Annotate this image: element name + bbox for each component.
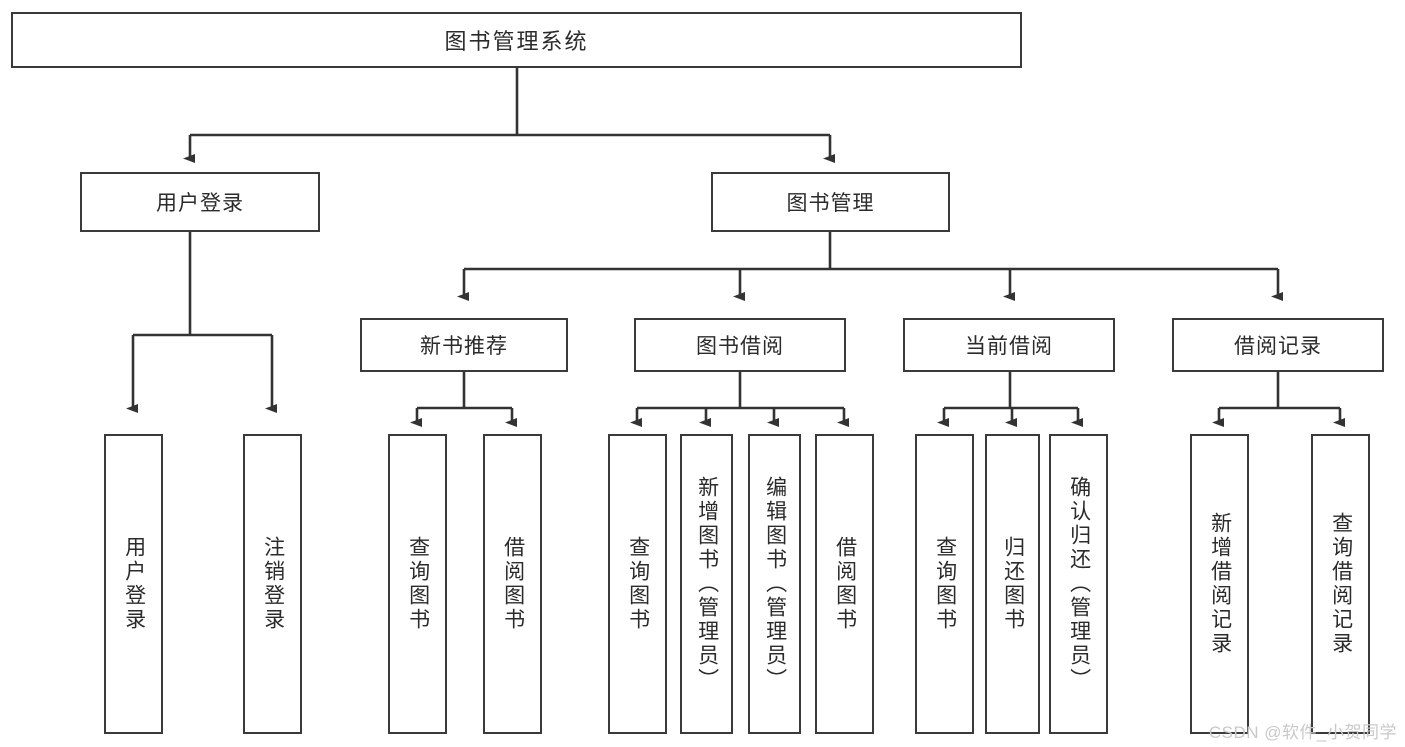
node-label: 查询图书	[406, 536, 430, 632]
node-label: 借阅图书	[501, 536, 525, 632]
leaf-current-borrow-confirm-return-admin[interactable]: 确认归还（管理员）	[1049, 434, 1108, 734]
node-label: 查询图书	[626, 536, 650, 632]
node-label: 用户登录	[122, 536, 146, 632]
leaf-borrow-record-query-record[interactable]: 查询借阅记录	[1311, 434, 1370, 734]
leaf-user-login-logout[interactable]: 注销登录	[243, 434, 302, 734]
node-label: 注销登录	[261, 536, 285, 632]
node-label: 新增图书（管理员）	[695, 476, 719, 692]
node-label: 用户登录	[156, 192, 244, 215]
leaf-book-borrow-query-book[interactable]: 查询图书	[608, 434, 667, 734]
leaf-current-borrow-query-book[interactable]: 查询图书	[915, 434, 974, 734]
leaf-current-borrow-return-book[interactable]: 归还图书	[985, 434, 1040, 734]
node-user-login[interactable]: 用户登录	[80, 172, 320, 232]
node-label: 当前借阅	[965, 335, 1053, 358]
node-label: 查询图书	[933, 536, 957, 632]
node-label: 新增借阅记录	[1208, 512, 1232, 656]
node-label: 归还图书	[1001, 536, 1025, 632]
node-label: 编辑图书（管理员）	[763, 476, 787, 692]
node-current-borrow[interactable]: 当前借阅	[903, 318, 1115, 372]
node-label: 借阅图书	[833, 536, 857, 632]
node-label: 图书借阅	[696, 335, 784, 358]
node-book-management[interactable]: 图书管理	[711, 172, 950, 232]
csdn-watermark: CSDN @软件_小贺同学	[1208, 723, 1397, 742]
node-label: 图书管理系统	[444, 29, 589, 54]
node-label: 查询借阅记录	[1329, 512, 1353, 656]
node-borrow-record[interactable]: 借阅记录	[1172, 318, 1384, 372]
leaf-book-borrow-add-book-admin[interactable]: 新增图书（管理员）	[680, 434, 733, 734]
node-root-book-management-system[interactable]: 图书管理系统	[11, 12, 1022, 68]
leaf-book-borrow-edit-book-admin[interactable]: 编辑图书（管理员）	[748, 434, 801, 734]
leaf-borrow-record-add-record[interactable]: 新增借阅记录	[1190, 434, 1249, 734]
leaf-book-borrow-borrow-book[interactable]: 借阅图书	[815, 434, 874, 734]
node-label: 借阅记录	[1234, 335, 1322, 358]
leaf-new-book-query-book[interactable]: 查询图书	[388, 434, 447, 734]
node-label: 图书管理	[786, 192, 875, 215]
leaf-user-login-login[interactable]: 用户登录	[104, 434, 163, 734]
leaf-new-book-borrow-book[interactable]: 借阅图书	[483, 434, 542, 734]
node-label: 新书推荐	[420, 335, 508, 358]
node-label: 确认归还（管理员）	[1067, 476, 1091, 692]
node-book-borrow[interactable]: 图书借阅	[634, 318, 846, 372]
node-new-book-recommend[interactable]: 新书推荐	[360, 318, 568, 372]
